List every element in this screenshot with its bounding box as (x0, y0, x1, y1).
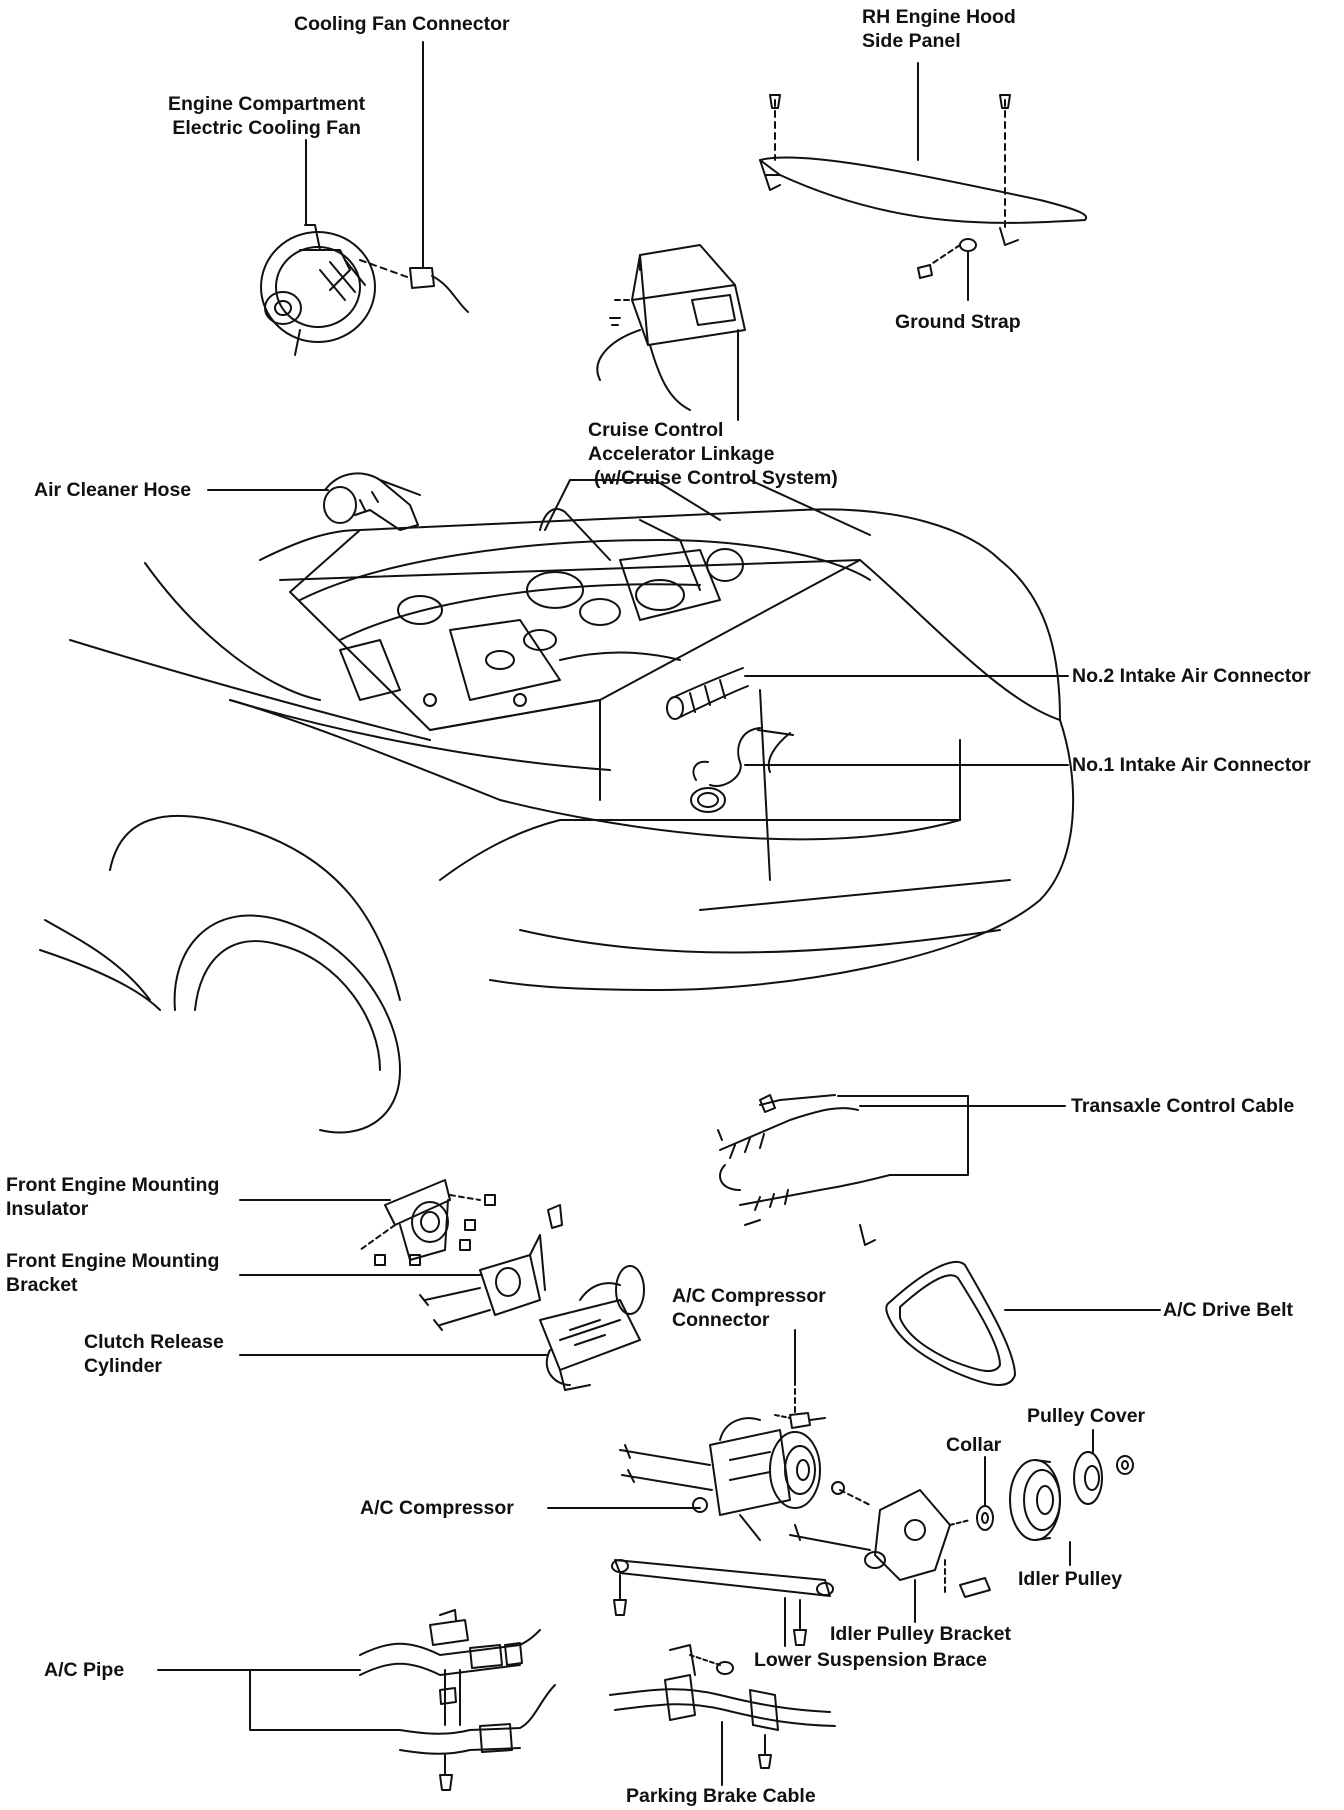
label-idler-pulley: Idler Pulley (1018, 1568, 1123, 1590)
label-ac-compressor-connector: A/C Compressor Connector (672, 1285, 826, 1331)
label-front-engine-mounting-bracket: Front Engine Mounting Bracket (6, 1250, 220, 1296)
no1-intake-air-connector (690, 727, 794, 813)
ac-pipe (359, 1609, 556, 1791)
electric-cooling-fan (260, 224, 376, 356)
label-cooling-fan-connector: Cooling Fan Connector (294, 13, 510, 35)
car-body (39, 508, 1075, 1134)
label-pulley-cover: Pulley Cover (1027, 1405, 1146, 1427)
label-transaxle-control-cable: Transaxle Control Cable (1071, 1095, 1295, 1117)
engine-block (339, 548, 744, 707)
front-engine-mounting-insulator (359, 1179, 496, 1266)
front-engine-mounting-bracket (419, 1204, 563, 1331)
no2-intake-air-connector (666, 667, 749, 720)
lower-suspension-brace (611, 1559, 834, 1646)
air-cleaner-hose (323, 472, 421, 531)
label-no2-intake-air-connector: No.2 Intake Air Connector (1072, 665, 1311, 687)
label-cruise-control-linkage: Cruise Control Accelerator Linkage (w/Cr… (588, 419, 838, 489)
parking-brake-cable (609, 1644, 836, 1769)
idler-pulley-bracket (789, 1481, 991, 1598)
pulley-cover (1073, 1451, 1134, 1505)
cruise-control-linkage (596, 244, 746, 411)
label-ground-strap: Ground Strap (895, 311, 1021, 333)
label-clutch-release-cylinder: Clutch Release Cylinder (84, 1331, 224, 1377)
label-rh-hood-side-panel: RH Engine Hood Side Panel (862, 6, 1016, 52)
ac-compressor (619, 1417, 821, 1541)
ac-drive-belt (885, 1260, 1016, 1387)
collar (976, 1505, 994, 1531)
rh-hood-side-panel (759, 94, 1088, 246)
label-parking-brake-cable: Parking Brake Cable (626, 1785, 816, 1807)
label-idler-pulley-bracket: Idler Pulley Bracket (830, 1623, 1012, 1645)
label-front-engine-mounting-insulator: Front Engine Mounting Insulator (6, 1174, 220, 1220)
idler-pulley (1009, 1459, 1061, 1541)
label-ac-drive-belt: A/C Drive Belt (1163, 1299, 1294, 1321)
cooling-fan-connector (359, 239, 469, 313)
transaxle-control-cable (717, 1094, 891, 1246)
leader-lines (157, 41, 1161, 1786)
label-air-cleaner-hose: Air Cleaner Hose (34, 479, 192, 501)
label-collar: Collar (946, 1434, 1002, 1456)
label-ac-compressor: A/C Compressor (360, 1497, 514, 1519)
label-no1-intake-air-connector: No.1 Intake Air Connector (1072, 754, 1311, 776)
clutch-release-cylinder (539, 1265, 645, 1391)
label-electric-cooling-fan: Engine Compartment Electric Cooling Fan (168, 93, 366, 139)
label-lower-suspension-brace: Lower Suspension Brace (754, 1649, 987, 1671)
ac-compressor-connector (774, 1379, 826, 1429)
label-ac-pipe: A/C Pipe (44, 1659, 125, 1681)
